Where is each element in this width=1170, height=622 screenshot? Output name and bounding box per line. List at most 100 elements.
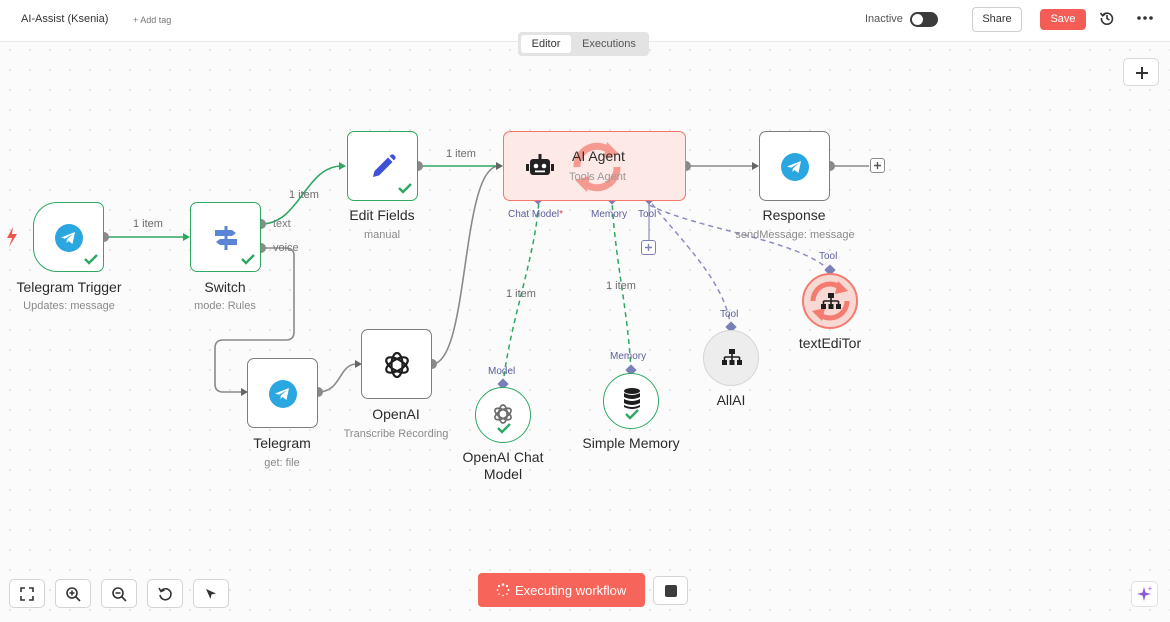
- node-edit-fields[interactable]: [347, 131, 418, 201]
- node-allai[interactable]: [703, 330, 759, 386]
- add-tool-button[interactable]: [641, 240, 656, 255]
- edge-allai-agent: [648, 199, 732, 329]
- output-label-text: text: [273, 218, 291, 230]
- view-tabs: Editor Executions: [518, 32, 649, 56]
- edge-switch-telegram: [214, 247, 295, 393]
- spinner-icon: [496, 583, 510, 597]
- spinner-icon: [810, 281, 850, 321]
- spinner-icon: [573, 142, 621, 192]
- active-status-label: Inactive: [865, 13, 903, 25]
- node-title: AllAI: [716, 392, 746, 408]
- node-title: Telegram: [253, 435, 311, 451]
- node-telegram-trigger[interactable]: [33, 202, 104, 272]
- tab-editor[interactable]: Editor: [521, 35, 571, 53]
- save-button[interactable]: Save: [1040, 9, 1086, 30]
- node-title: Switch: [204, 279, 246, 295]
- sitemap-icon: [722, 349, 742, 365]
- undo-icon: [158, 587, 172, 601]
- arrow-head: [496, 162, 503, 170]
- pencil-icon: [373, 154, 396, 177]
- node-subtitle: Updates: message: [23, 300, 115, 312]
- add-tag-link[interactable]: + Add tag: [133, 15, 172, 25]
- arrow-head: [241, 388, 248, 396]
- toggle-knob: [912, 14, 923, 25]
- node-text-editor[interactable]: [802, 273, 858, 329]
- active-toggle[interactable]: [910, 12, 938, 27]
- node-simple-memory[interactable]: [603, 373, 659, 429]
- node-telegram[interactable]: [247, 358, 318, 428]
- edge-memory-agent: [611, 199, 632, 372]
- success-check-icon: [625, 409, 639, 420]
- route-icon: [215, 226, 237, 250]
- database-icon: [624, 388, 640, 409]
- stop-icon: [665, 585, 677, 597]
- port-label-text: Chat Model: [508, 209, 560, 220]
- port-diamond: [824, 264, 836, 276]
- port-label-memory-node: Memory: [610, 351, 647, 362]
- node-ai-agent[interactable]: [503, 131, 686, 201]
- lightning-icon: [7, 227, 17, 247]
- ai-assistant-button[interactable]: [1131, 581, 1158, 607]
- success-check-icon: [241, 254, 255, 265]
- history-icon[interactable]: [1099, 10, 1115, 26]
- zoom-in-icon: [66, 587, 81, 602]
- executing-label: Executing workflow: [515, 583, 627, 598]
- port-label-tool-texteditor: Tool: [819, 251, 838, 262]
- edge-openai-agent: [431, 165, 500, 365]
- fit-view-button[interactable]: [9, 579, 45, 608]
- node-title: AI Agent: [572, 148, 625, 164]
- port-diamond: [497, 378, 509, 390]
- openai-icon: [385, 351, 409, 379]
- telegram-icon: [781, 153, 809, 181]
- output-label-voice: voice: [273, 242, 299, 254]
- node-switch[interactable]: [190, 202, 261, 272]
- telegram-icon: [55, 224, 83, 252]
- port-diamond: [625, 364, 637, 376]
- port-label-memory: Memory: [591, 209, 628, 220]
- arrow-head: [355, 360, 362, 368]
- add-next-node-button[interactable]: [870, 158, 885, 173]
- port-label-tool-allai: Tool: [720, 309, 739, 320]
- node-response[interactable]: [759, 131, 830, 201]
- node-title: Response: [762, 207, 826, 223]
- node-subtitle: mode: Rules: [194, 300, 256, 312]
- share-button[interactable]: Share: [972, 7, 1022, 32]
- node-subtitle: Transcribe Recording: [343, 428, 449, 440]
- node-title: OpenAI Chat Model: [448, 449, 558, 483]
- edge-label: 1 item: [289, 189, 319, 201]
- edge-label: 1 item: [506, 288, 536, 300]
- openai-icon: [494, 404, 512, 424]
- tab-executions[interactable]: Executions: [582, 38, 636, 50]
- edge-telegram-openai: [317, 363, 358, 393]
- arrow-head: [339, 162, 346, 170]
- zoom-out-button[interactable]: [101, 579, 137, 608]
- robot-icon: [526, 154, 554, 175]
- reset-zoom-button[interactable]: [147, 579, 183, 608]
- node-title: OpenAI: [372, 406, 420, 422]
- node-openai[interactable]: [361, 329, 432, 399]
- plus-icon: [874, 162, 881, 169]
- select-tool-button[interactable]: [193, 579, 229, 608]
- fit-view-icon: [20, 587, 34, 601]
- arrow-head: [183, 233, 190, 241]
- node-title: Edit Fields: [349, 207, 415, 223]
- port-label-model: Model: [488, 366, 516, 377]
- node-title: textEdiTor: [798, 335, 862, 351]
- stop-execution-button[interactable]: [653, 576, 688, 605]
- port-label-chat-model: Chat Model*: [508, 209, 563, 220]
- node-subtitle: get: file: [264, 457, 300, 469]
- add-node-button[interactable]: [1123, 58, 1159, 86]
- executing-workflow-button[interactable]: Executing workflow: [478, 573, 645, 607]
- plus-icon: [645, 244, 652, 251]
- zoom-in-button[interactable]: [55, 579, 91, 608]
- telegram-icon: [269, 380, 297, 408]
- edge-switch-edit: [260, 165, 343, 225]
- node-subtitle: Tools Agent: [569, 171, 626, 183]
- arrow-head: [752, 162, 759, 170]
- node-title: Simple Memory: [582, 435, 680, 451]
- node-openai-chat-model[interactable]: [475, 387, 531, 443]
- more-icon[interactable]: [1136, 10, 1154, 26]
- workflow-name[interactable]: AI-Assist (Ksenia): [21, 13, 109, 25]
- node-subtitle: sendMessage: message: [735, 229, 855, 241]
- success-check-icon: [84, 254, 98, 265]
